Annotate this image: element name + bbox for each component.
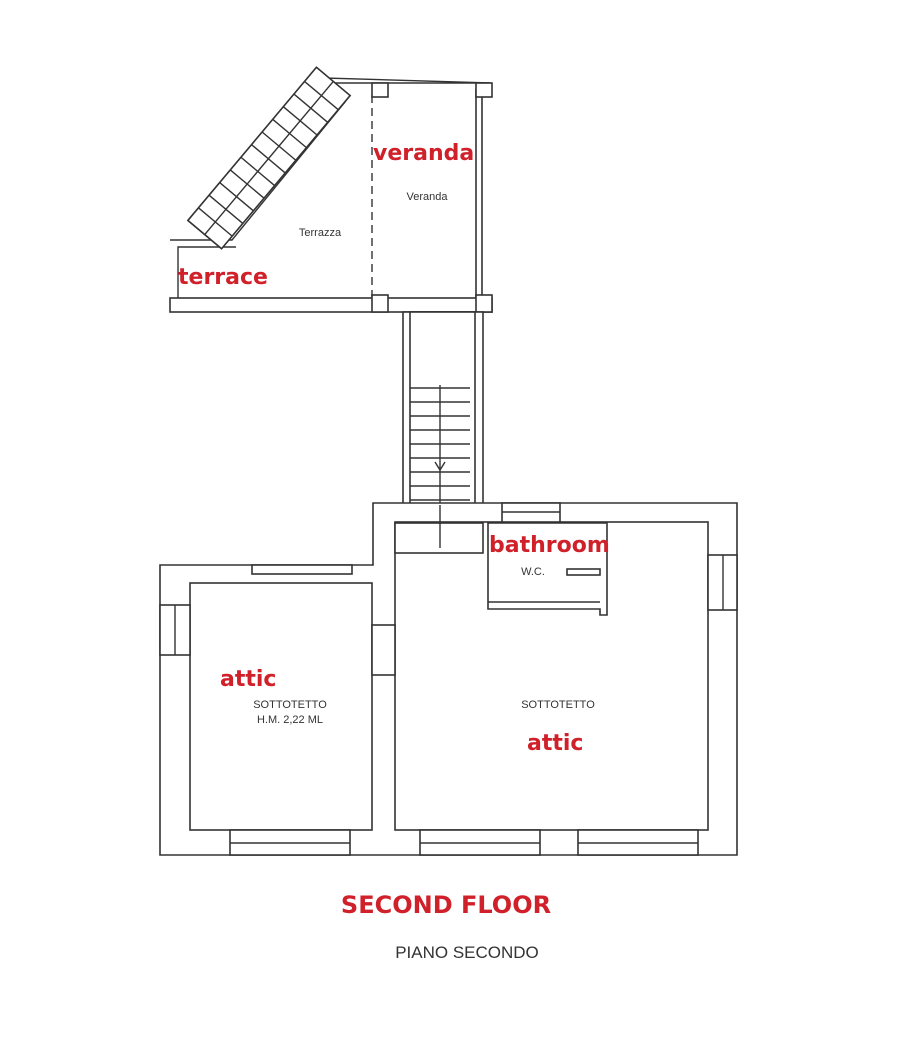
bathroom-room (487, 522, 608, 616)
terrace-annotation: terrace (178, 265, 268, 290)
veranda-annotation: veranda (373, 141, 474, 166)
post (371, 294, 389, 313)
stair-step (251, 144, 286, 174)
post (475, 294, 493, 313)
post (371, 82, 389, 98)
doorway (371, 624, 396, 676)
stair-step (293, 93, 329, 123)
attic-left-annotation: attic (220, 667, 276, 692)
attic-right-annotation: attic (527, 731, 583, 756)
stair-step (261, 131, 297, 161)
title: SECOND FLOOR (341, 891, 551, 919)
subtitle: PIANO SECONDO (395, 943, 539, 962)
sottotetto-left-label: SOTTOTETTO (253, 699, 327, 711)
sottotetto-right-label: SOTTOTETTO (521, 699, 595, 711)
stair-step (187, 219, 223, 250)
external-stair (186, 66, 352, 250)
terrazza-label: Terrazza (299, 227, 342, 239)
main-block (159, 502, 738, 856)
stair-step (282, 106, 318, 136)
stair-step (219, 182, 254, 212)
terrace-veranda-walls (169, 77, 493, 313)
veranda-it-label: Veranda (407, 191, 449, 203)
stair-step (272, 118, 307, 149)
window (251, 564, 353, 575)
stair-step (240, 156, 276, 187)
stair-step (229, 169, 265, 199)
attic-left-room (189, 582, 373, 831)
arrow-down-icon (434, 461, 446, 472)
bathroom-annotation: bathroom (489, 533, 610, 558)
post (475, 82, 493, 98)
landing (394, 522, 484, 554)
height-label: H.M. 2,22 ML (257, 714, 323, 726)
stair-step (304, 80, 339, 111)
stair-corridor (402, 311, 484, 548)
wc-label: W.C. (521, 566, 545, 578)
stair-step (208, 194, 244, 225)
stair-step (198, 207, 233, 237)
